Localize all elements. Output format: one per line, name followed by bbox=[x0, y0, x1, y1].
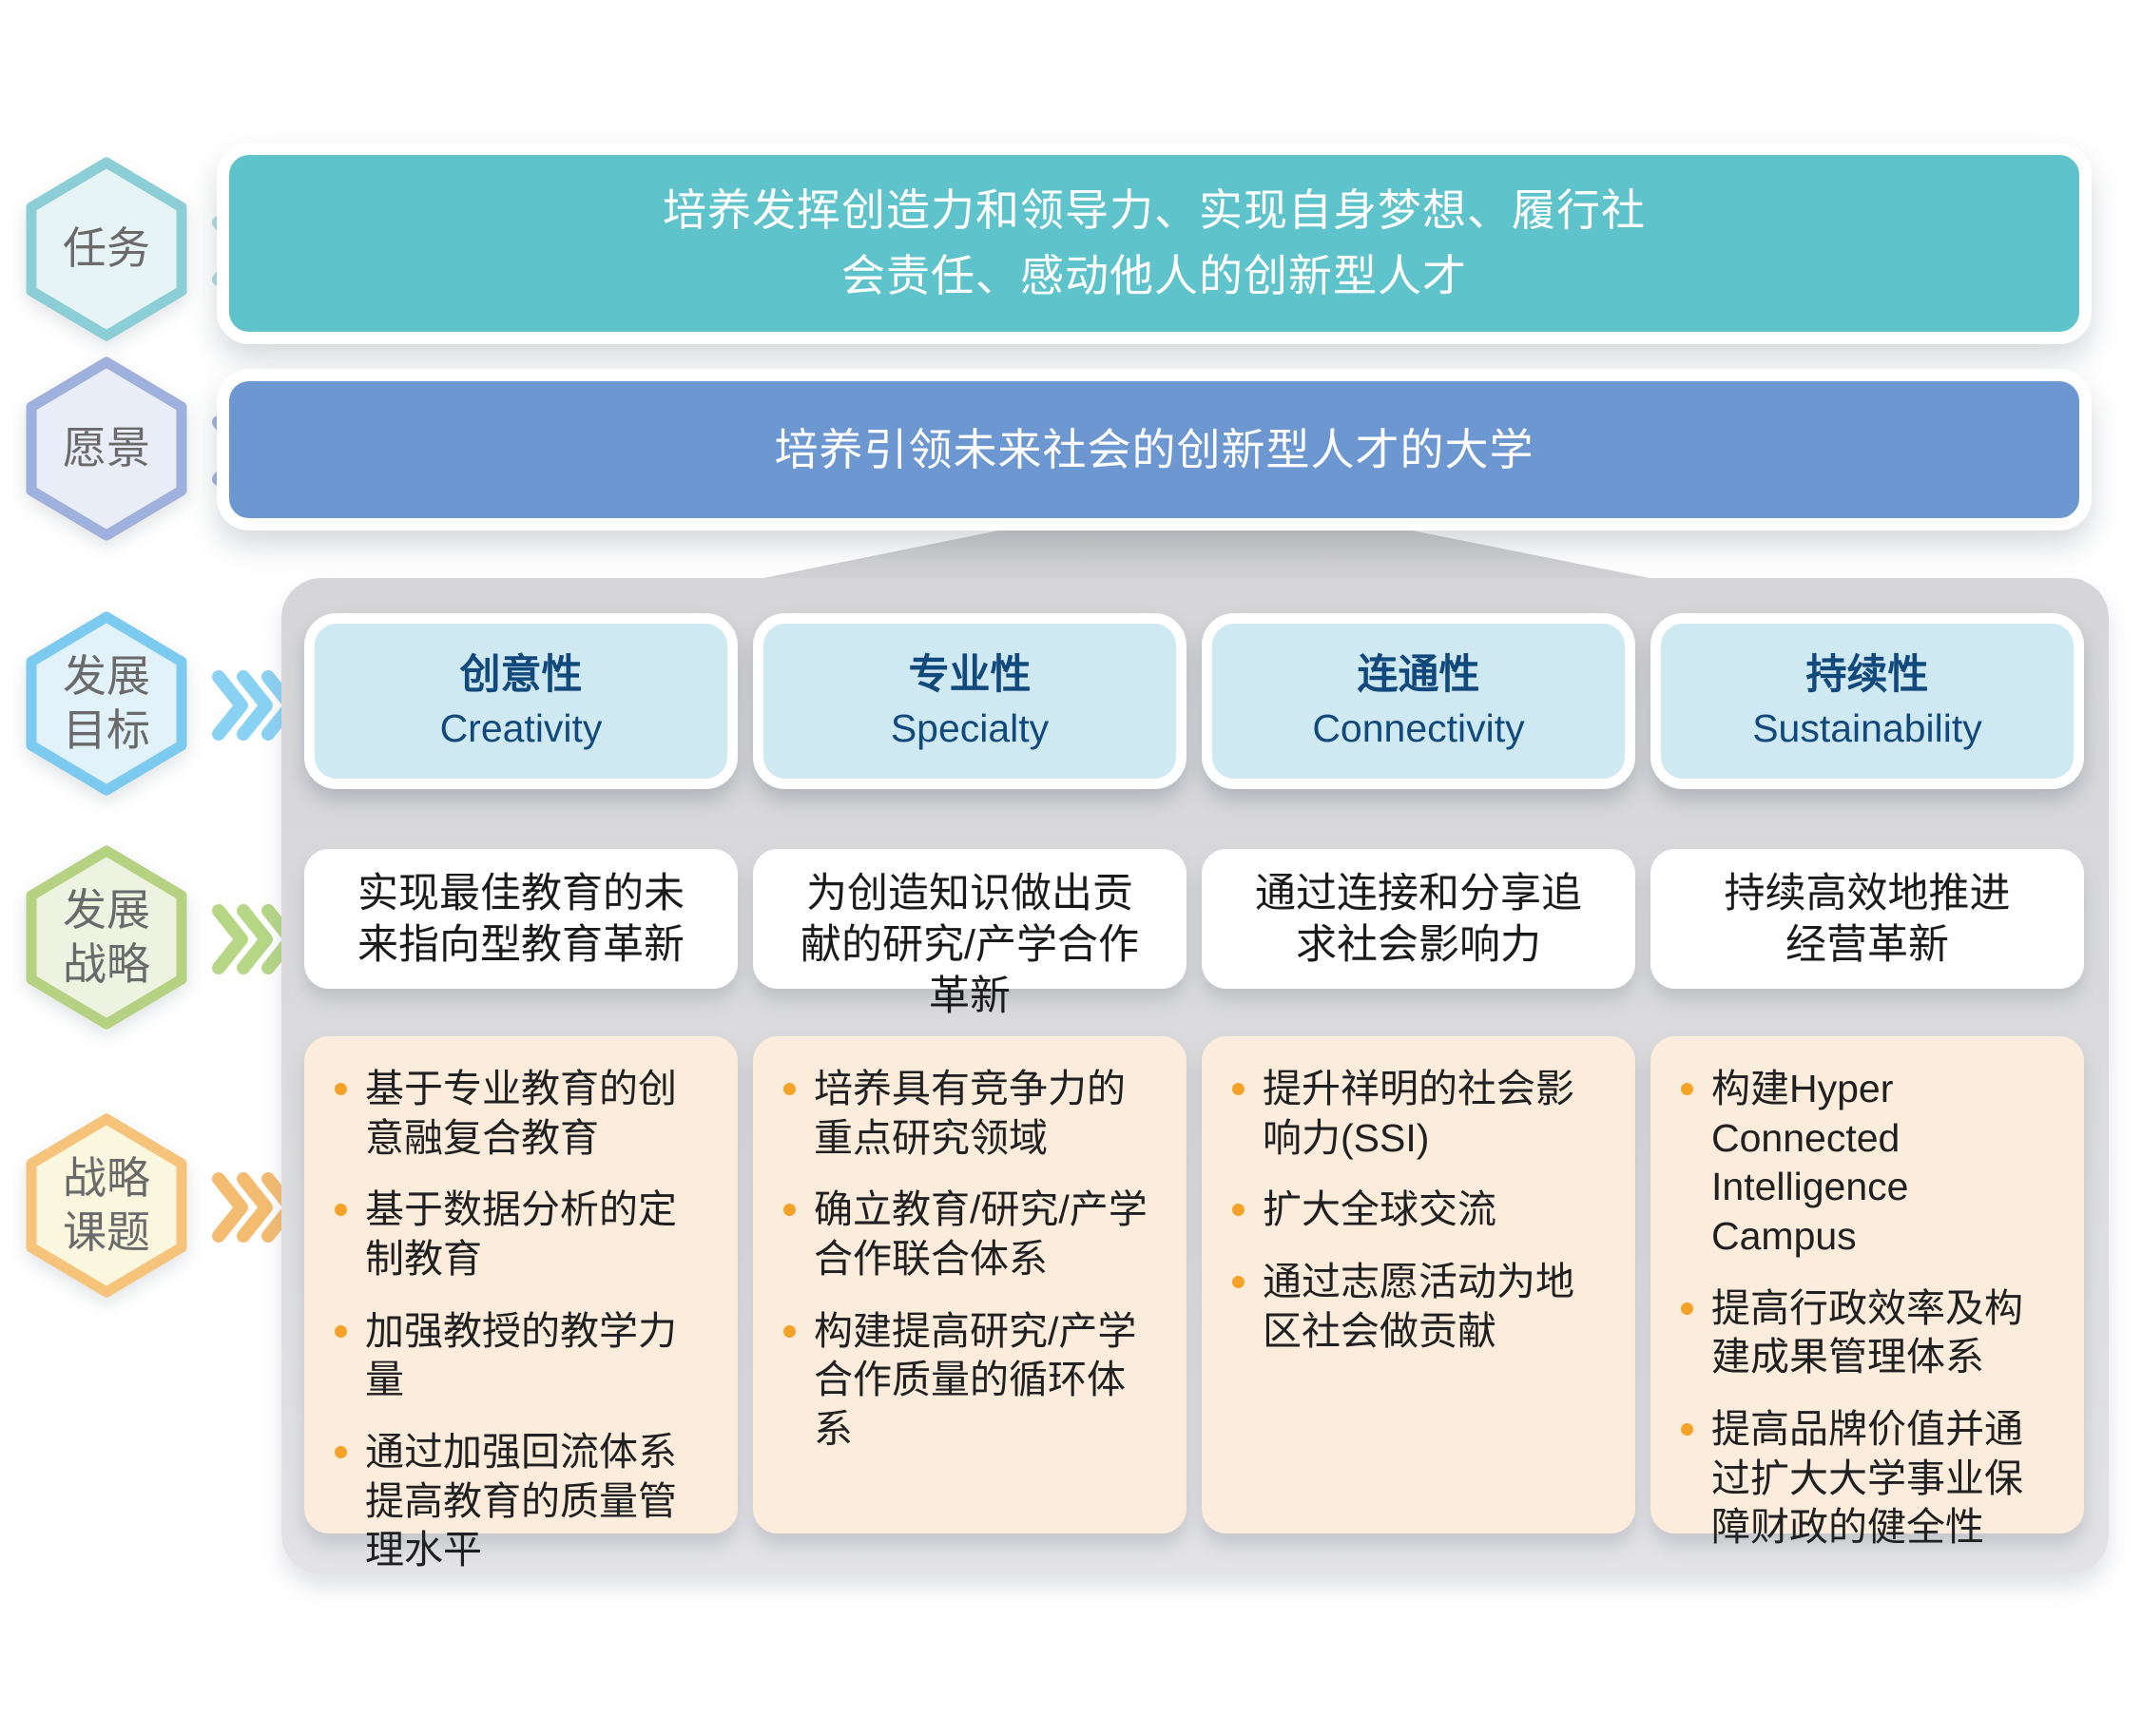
topic-item: 提升祥明的社会影响力(SSI) bbox=[1225, 1065, 1612, 1163]
rail-row-vision: 愿景 bbox=[21, 354, 295, 544]
topic-item: 扩大全球交流 bbox=[1225, 1186, 1612, 1235]
goal-box: 专业性 Specialty bbox=[753, 613, 1187, 789]
rail-row-mission: 任务 bbox=[21, 154, 295, 344]
strategy-text: 为创造知识做出贡 献的研究/产学合作 革新 bbox=[801, 871, 1139, 1019]
topics-list: 提升祥明的社会影响力(SSI) 扩大全球交流通过志愿活动为地区社会做贡献 bbox=[1225, 1065, 1612, 1356]
goal-label-en: Sustainability bbox=[1752, 705, 1982, 750]
topic-item: 提高行政效率及构建成果管理体系 bbox=[1673, 1284, 2061, 1382]
topics-hexagon-badge: 战略 课题 bbox=[21, 1110, 192, 1301]
goal-label-cn: 创意性 bbox=[459, 651, 583, 698]
vision-hexagon-badge: 愿景 bbox=[21, 354, 192, 544]
topic-item: 通过加强回流体系提高教育的质量管理水平 bbox=[327, 1428, 715, 1575]
goal-label-cn: 连通性 bbox=[1357, 651, 1480, 698]
rail-row-strategy: 发展 战略 bbox=[21, 842, 295, 1032]
topic-item: 确立教育/研究/产学合作联合体系 bbox=[776, 1186, 1164, 1283]
topic-item: 加强教授的教学力量 bbox=[327, 1307, 715, 1405]
rail-label: 发展 战略 bbox=[63, 884, 150, 990]
rail-row-goals: 发展 目标 bbox=[21, 608, 295, 799]
topic-item: 培养具有竞争力的重点研究领域 bbox=[776, 1065, 1164, 1163]
goal-label-en: Connectivity bbox=[1312, 705, 1525, 750]
hexagon-shape-icon bbox=[26, 157, 187, 341]
topics-box: 培养具有竞争力的重点研究领域确立教育/研究/产学合作联合体系构建提高研究/产学合… bbox=[753, 1036, 1187, 1533]
topic-item: 提高品牌价值并通过扩大大学事业保障财政的健全性 bbox=[1673, 1405, 2061, 1553]
topic-item: 基于数据分析的定制教育 bbox=[327, 1186, 715, 1283]
goal-box: 连通性 Connectivity bbox=[1202, 613, 1635, 789]
rail-label: 任务 bbox=[63, 223, 150, 274]
column-sustainability: 持续性 Sustainability 持续高效地推进 经营革新 构建Hyper … bbox=[1650, 578, 2084, 1574]
topics-list: 基于专业教育的创意融复合教育基于数据分析的定制教育加强教授的教学力量通过加强回流… bbox=[327, 1065, 715, 1575]
strategy-text: 通过连接和分享追 求社会影响力 bbox=[1255, 871, 1582, 968]
column-connectivity: 连通性 Connectivity 通过连接和分享追 求社会影响力 提升祥明的社会… bbox=[1202, 578, 1635, 1574]
topics-box: 基于专业教育的创意融复合教育基于数据分析的定制教育加强教授的教学力量通过加强回流… bbox=[304, 1036, 738, 1572]
strategy-box: 为创造知识做出贡 献的研究/产学合作 革新 bbox=[753, 849, 1187, 1019]
mission-text: 培养发挥创造力和领导力、实现自身梦想、履行社 会责任、感动他人的创新型人才 bbox=[663, 185, 1646, 300]
goal-label-en: Specialty bbox=[890, 705, 1050, 750]
vision-text: 培养引领未来社会的创新型人才的大学 bbox=[774, 424, 1534, 474]
hexagon-shape-icon bbox=[26, 845, 187, 1030]
vision-banner: 培养引领未来社会的创新型人才的大学 bbox=[217, 369, 2092, 530]
strategy-box: 实现最佳教育的未 来指向型教育革新 bbox=[304, 849, 738, 989]
topic-item: 通过志愿活动为地区社会做贡献 bbox=[1225, 1258, 1612, 1356]
strategy-text: 持续高效地推进 经营革新 bbox=[1724, 871, 2011, 968]
topic-item: 基于专业教育的创意融复合教育 bbox=[327, 1065, 715, 1163]
rail-label: 愿景 bbox=[63, 423, 150, 473]
topics-list: 培养具有竞争力的重点研究领域确立教育/研究/产学合作联合体系构建提高研究/产学合… bbox=[776, 1065, 1164, 1455]
goal-box: 持续性 Sustainability bbox=[1650, 613, 2084, 789]
topic-item: 构建提高研究/产学合作质量的循环体系 bbox=[776, 1307, 1164, 1455]
hexagon-shape-icon bbox=[26, 611, 187, 796]
goal-box: 创意性 Creativity bbox=[304, 613, 738, 789]
strategy-box: 持续高效地推进 经营革新 bbox=[1650, 849, 2084, 989]
topic-item: 构建Hyper Connected Intelligence Campus bbox=[1673, 1065, 2061, 1262]
goals-hexagon-badge: 发展 目标 bbox=[21, 608, 192, 799]
goal-label-en: Creativity bbox=[439, 705, 603, 750]
mission-hexagon-badge: 任务 bbox=[21, 154, 192, 344]
rail-label: 战略 课题 bbox=[63, 1152, 150, 1258]
goal-label-cn: 专业性 bbox=[908, 651, 1032, 698]
strategy-panel: 创意性 Creativity 实现最佳教育的未 来指向型教育革新 基于专业教育的… bbox=[281, 578, 2109, 1574]
column-specialty: 专业性 Specialty 为创造知识做出贡 献的研究/产学合作 革新 培养具有… bbox=[753, 578, 1187, 1574]
mission-banner: 培养发挥创造力和领导力、实现自身梦想、履行社 会责任、感动他人的创新型人才 bbox=[217, 143, 2092, 344]
strategy-hexagon-badge: 发展 战略 bbox=[21, 842, 192, 1032]
topics-list: 构建Hyper Connected Intelligence Campus 提高行… bbox=[1673, 1065, 2061, 1553]
topics-box: 提升祥明的社会影响力(SSI) 扩大全球交流通过志愿活动为地区社会做贡献 bbox=[1202, 1036, 1635, 1533]
topics-box: 构建Hyper Connected Intelligence Campus 提高行… bbox=[1650, 1036, 2084, 1549]
hexagon-shape-icon bbox=[26, 357, 187, 541]
column-creativity: 创意性 Creativity 实现最佳教育的未 来指向型教育革新 基于专业教育的… bbox=[304, 578, 738, 1574]
strategy-box: 通过连接和分享追 求社会影响力 bbox=[1202, 849, 1635, 989]
rail-row-topics: 战略 课题 bbox=[21, 1110, 295, 1301]
goal-label-cn: 持续性 bbox=[1805, 651, 1929, 698]
strategy-text: 实现最佳教育的未 来指向型教育革新 bbox=[357, 871, 685, 968]
hexagon-shape-icon bbox=[26, 1113, 187, 1298]
rail-label: 发展 目标 bbox=[63, 650, 150, 756]
